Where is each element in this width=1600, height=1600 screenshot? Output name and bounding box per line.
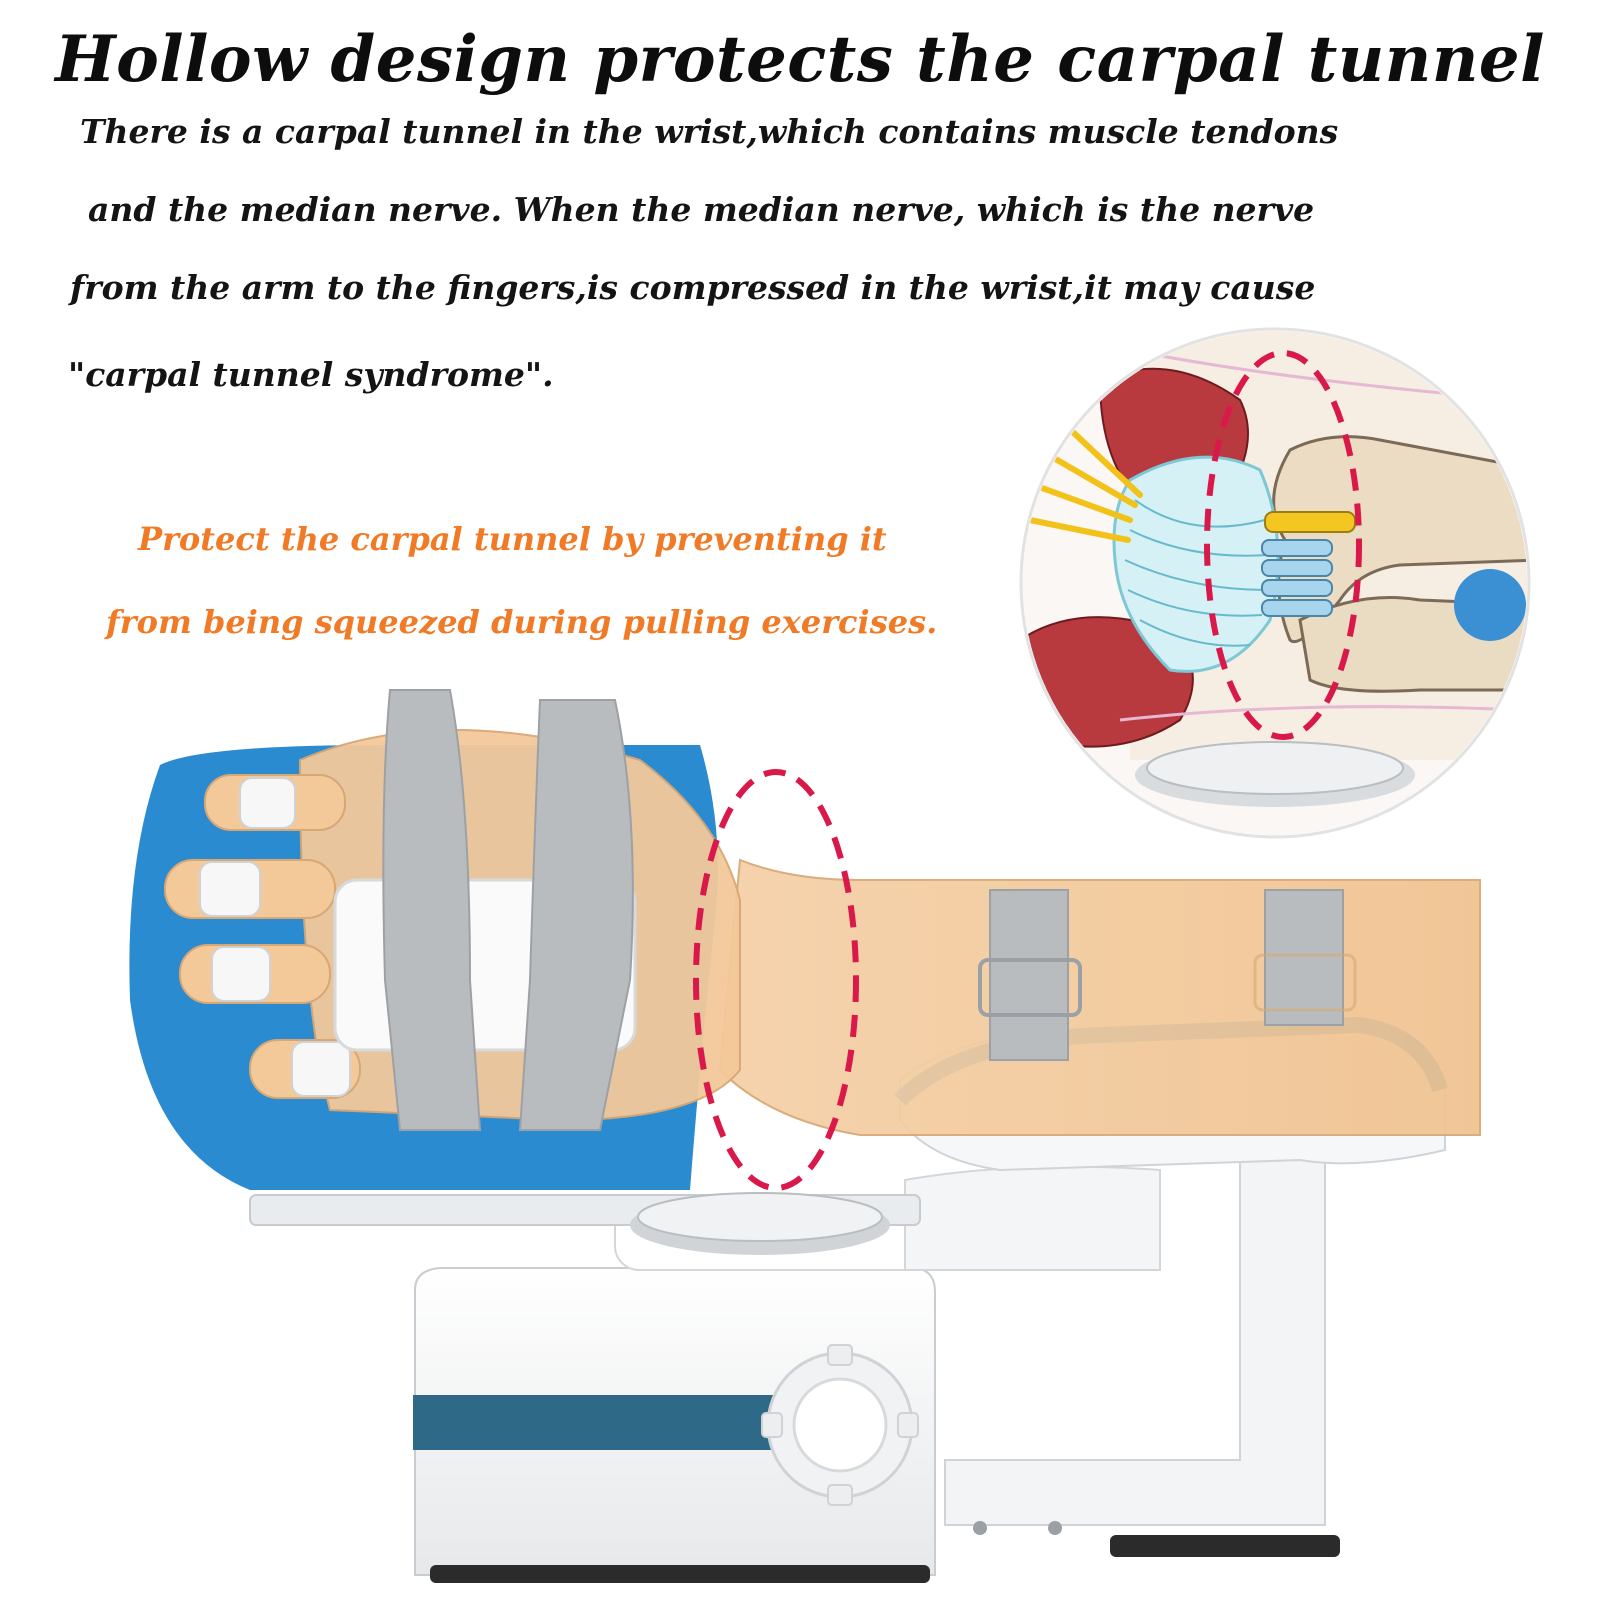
hand-illustration xyxy=(164,689,1481,1191)
note-line-2: from being squeezed during pulling exerc… xyxy=(106,603,938,641)
intro-line-3: from the arm to the fingers,is compresse… xyxy=(70,268,1316,307)
headline: Hollow design protects the carpal tunnel xyxy=(55,22,1545,97)
wrist-anatomy-detail xyxy=(1019,327,1531,839)
intro-line-4: "carpal tunnel syndrome". xyxy=(68,355,554,394)
intro-line-2: and the median nerve. When the median ne… xyxy=(88,190,1315,229)
intro-line-1: There is a carpal tunnel in the wrist,wh… xyxy=(80,112,1339,151)
adjust-knob xyxy=(761,1344,919,1506)
note-line-1: Protect the carpal tunnel by preventing … xyxy=(138,520,887,558)
